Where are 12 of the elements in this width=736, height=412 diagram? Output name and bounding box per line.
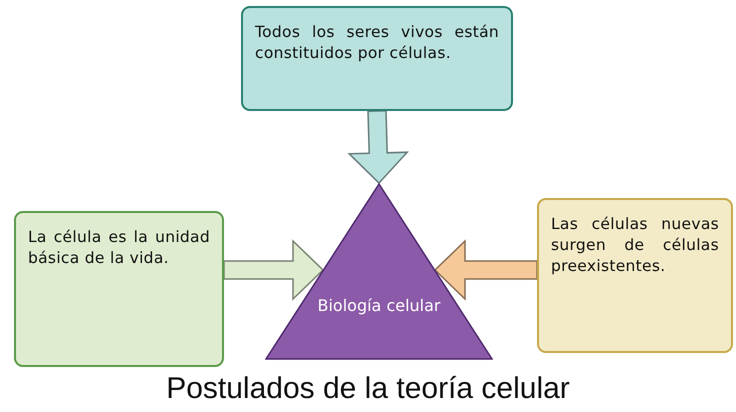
diagram-title: Postulados de la teoría celular	[165, 372, 571, 406]
block-arrow	[223, 239, 324, 301]
box-text: Las células nuevas surgen de células preexistentes.	[551, 214, 719, 277]
block-arrow	[347, 110, 409, 184]
text-box	[14, 211, 224, 367]
text-box	[241, 6, 513, 111]
node-label: Biología celular	[316, 296, 442, 315]
triangle-shape	[265, 183, 493, 360]
text-box	[537, 198, 733, 353]
box-text: La célula es la unidad básica de la vida.	[28, 227, 210, 269]
box-text: Todos los seres vivos están constituidos por células.	[255, 22, 499, 64]
block-arrow	[434, 239, 538, 301]
